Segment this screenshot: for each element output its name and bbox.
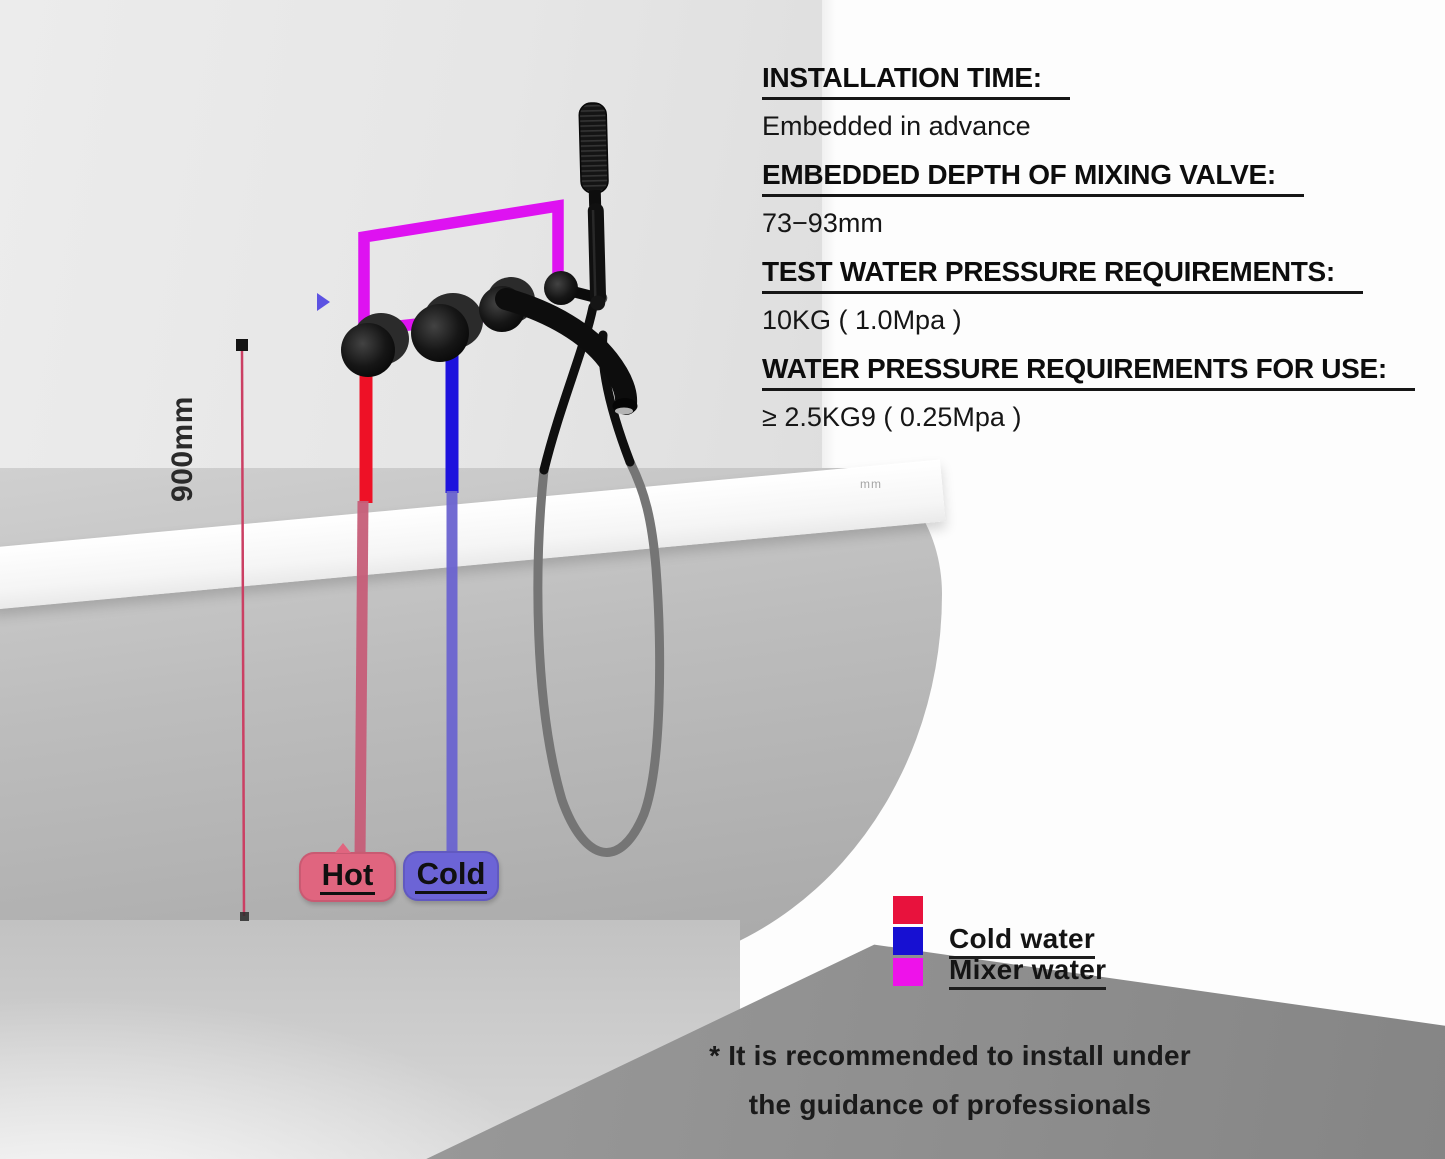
hand-shower (578, 102, 609, 311)
legend-item-hot (893, 894, 1106, 925)
mixer-water-swatch (893, 957, 923, 986)
cold-handle-icon (411, 304, 469, 362)
info-heading: INSTALLATION TIME: (762, 62, 1415, 111)
info-value: 10KG ( 1.0Mpa ) (762, 304, 962, 335)
hot-water-pipe (354, 345, 373, 859)
advisory-line-2: the guidance of professionals (748, 1089, 1152, 1120)
info-heading: EMBEDDED DEPTH OF MIXING VALVE: (762, 159, 1415, 208)
shower-head (578, 102, 609, 194)
info-value: Embedded in advance (762, 110, 1031, 141)
hot-water-swatch (893, 895, 923, 924)
cold-pipe-badge: Cold (403, 851, 499, 901)
info-value: 73−93mm (762, 207, 883, 238)
height-label: 900mm (166, 396, 199, 502)
tub-spout (495, 288, 638, 415)
legend-item-cold: Cold water (893, 923, 1106, 959)
direction-arrow-icon (317, 293, 330, 311)
info-panel: INSTALLATION TIME: Embedded in advance E… (762, 62, 1415, 450)
mixing-valve-handles (341, 277, 535, 377)
faint-watermark: mm (860, 477, 882, 491)
advisory-note: * It is recommended to install under the… (655, 1031, 1245, 1129)
spout-aerator (615, 407, 633, 415)
mixer-water-pipe (358, 199, 564, 337)
hot-pipe-badge: Hot (299, 843, 396, 902)
pipe-color-legend: Cold water Mixer water (893, 894, 1107, 990)
cold-water-swatch (893, 926, 923, 955)
wall-edge-shadow (822, 0, 836, 480)
hot-badge-label: Hot (319, 858, 376, 896)
hose-nut (590, 295, 606, 311)
shower-hose (533, 302, 665, 857)
legend-item-mixer: Mixer water (893, 954, 1107, 990)
shower-handle (587, 202, 607, 305)
height-measurement-line (236, 339, 249, 921)
info-heading: TEST WATER PRESSURE REQUIREMENTS: (762, 256, 1415, 305)
legend-label: Mixer water (949, 954, 1107, 990)
info-value: ≥ 2.5KG9 ( 0.25Mpa ) (762, 401, 1022, 432)
hot-handle-icon (341, 323, 395, 377)
cold-badge-label: Cold (414, 857, 488, 895)
advisory-line-1: * It is recommended to install under (709, 1040, 1191, 1071)
info-heading: WATER PRESSURE REQUIREMENTS FOR USE: (762, 353, 1415, 402)
legend-label: Cold water (949, 923, 1096, 959)
